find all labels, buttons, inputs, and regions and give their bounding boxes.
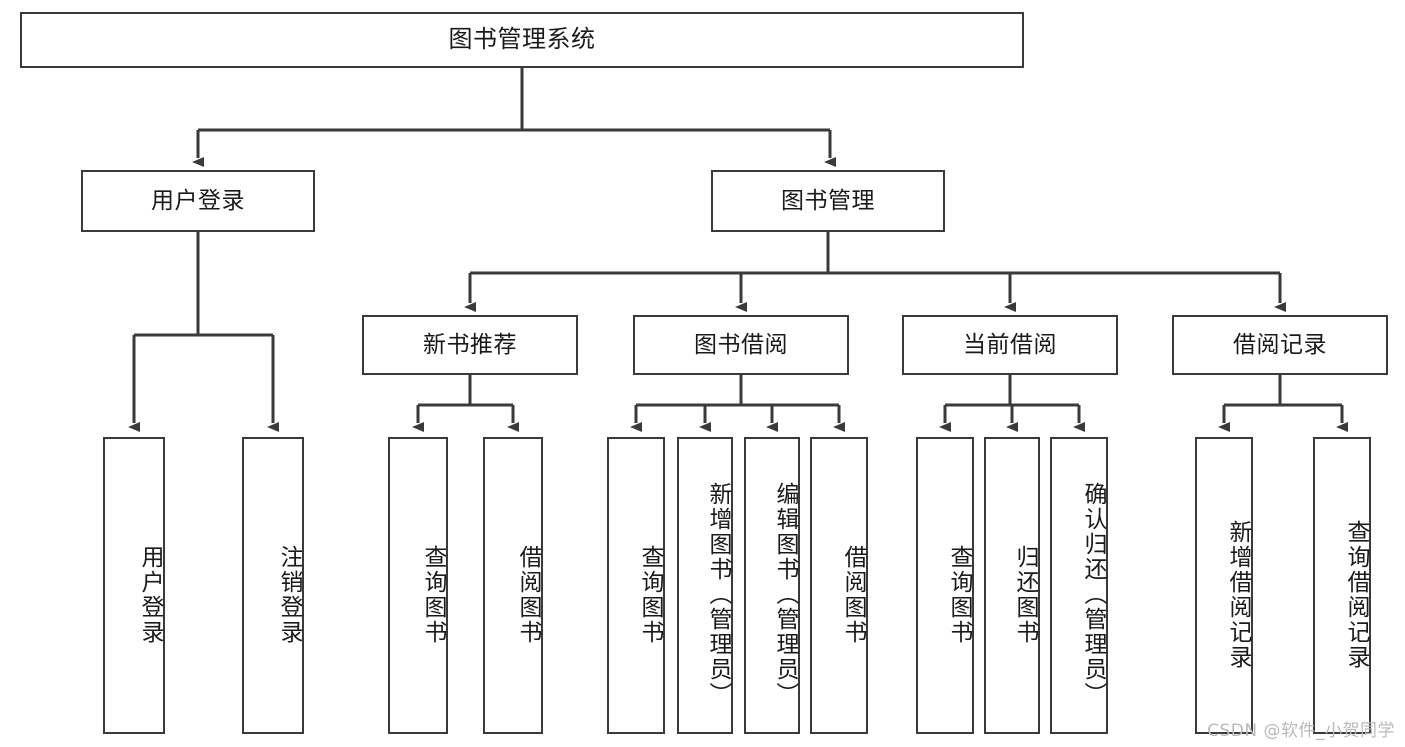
node-leaf-query-book-2-label: 查询图书 xyxy=(637,544,663,645)
node-leaf-add-book-label: 新增图书（管理员） xyxy=(705,482,731,707)
node-leaf-borrow-book-2-label: 借阅图书 xyxy=(840,544,866,645)
node-leaf-edit-book[interactable]: 编辑图书（管理员） xyxy=(744,437,800,734)
node-user-login-label: 用户登录 xyxy=(151,187,245,214)
node-new-book-rec-label: 新书推荐 xyxy=(423,331,517,358)
node-book-manage[interactable]: 图书管理 xyxy=(711,170,945,232)
node-leaf-query-record-label: 查询借阅记录 xyxy=(1343,519,1369,670)
node-leaf-user-login-label: 用户登录 xyxy=(137,544,163,645)
node-borrow-record[interactable]: 借阅记录 xyxy=(1172,315,1388,375)
node-leaf-query-book-1-label: 查询图书 xyxy=(420,544,446,645)
node-leaf-confirm-return-label: 确认归还（管理员） xyxy=(1080,482,1106,707)
node-leaf-logout[interactable]: 注销登录 xyxy=(242,437,304,734)
node-leaf-add-book[interactable]: 新增图书（管理员） xyxy=(677,437,733,734)
node-borrow-record-label: 借阅记录 xyxy=(1233,331,1327,358)
node-new-book-rec[interactable]: 新书推荐 xyxy=(362,315,578,375)
node-leaf-confirm-return[interactable]: 确认归还（管理员） xyxy=(1050,437,1108,734)
node-root-label: 图书管理系统 xyxy=(448,25,596,54)
node-leaf-query-record[interactable]: 查询借阅记录 xyxy=(1313,437,1371,734)
node-leaf-edit-book-label: 编辑图书（管理员） xyxy=(772,482,798,707)
node-book-borrow[interactable]: 图书借阅 xyxy=(633,315,849,375)
node-leaf-add-record-label: 新增借阅记录 xyxy=(1225,519,1251,670)
node-leaf-user-login[interactable]: 用户登录 xyxy=(103,437,165,734)
node-leaf-return-book-label: 归还图书 xyxy=(1012,544,1038,645)
node-book-manage-label: 图书管理 xyxy=(781,187,875,214)
node-leaf-query-book-2[interactable]: 查询图书 xyxy=(607,437,665,734)
node-leaf-add-record[interactable]: 新增借阅记录 xyxy=(1195,437,1253,734)
node-root[interactable]: 图书管理系统 xyxy=(20,12,1024,68)
node-leaf-borrow-book-1[interactable]: 借阅图书 xyxy=(483,437,543,734)
node-leaf-return-book[interactable]: 归还图书 xyxy=(984,437,1040,734)
node-leaf-borrow-book-1-label: 借阅图书 xyxy=(515,544,541,645)
node-current-borrow[interactable]: 当前借阅 xyxy=(902,315,1118,375)
node-leaf-logout-label: 注销登录 xyxy=(276,544,302,645)
node-leaf-query-book-3[interactable]: 查询图书 xyxy=(916,437,974,734)
node-leaf-query-book-1[interactable]: 查询图书 xyxy=(388,437,448,734)
node-user-login[interactable]: 用户登录 xyxy=(81,170,315,232)
node-book-borrow-label: 图书借阅 xyxy=(694,331,788,358)
node-leaf-query-book-3-label: 查询图书 xyxy=(946,544,972,645)
watermark-text: CSDN @软件_小贺同学 xyxy=(1207,721,1395,741)
node-leaf-borrow-book-2[interactable]: 借阅图书 xyxy=(810,437,868,734)
node-current-borrow-label: 当前借阅 xyxy=(963,331,1057,358)
